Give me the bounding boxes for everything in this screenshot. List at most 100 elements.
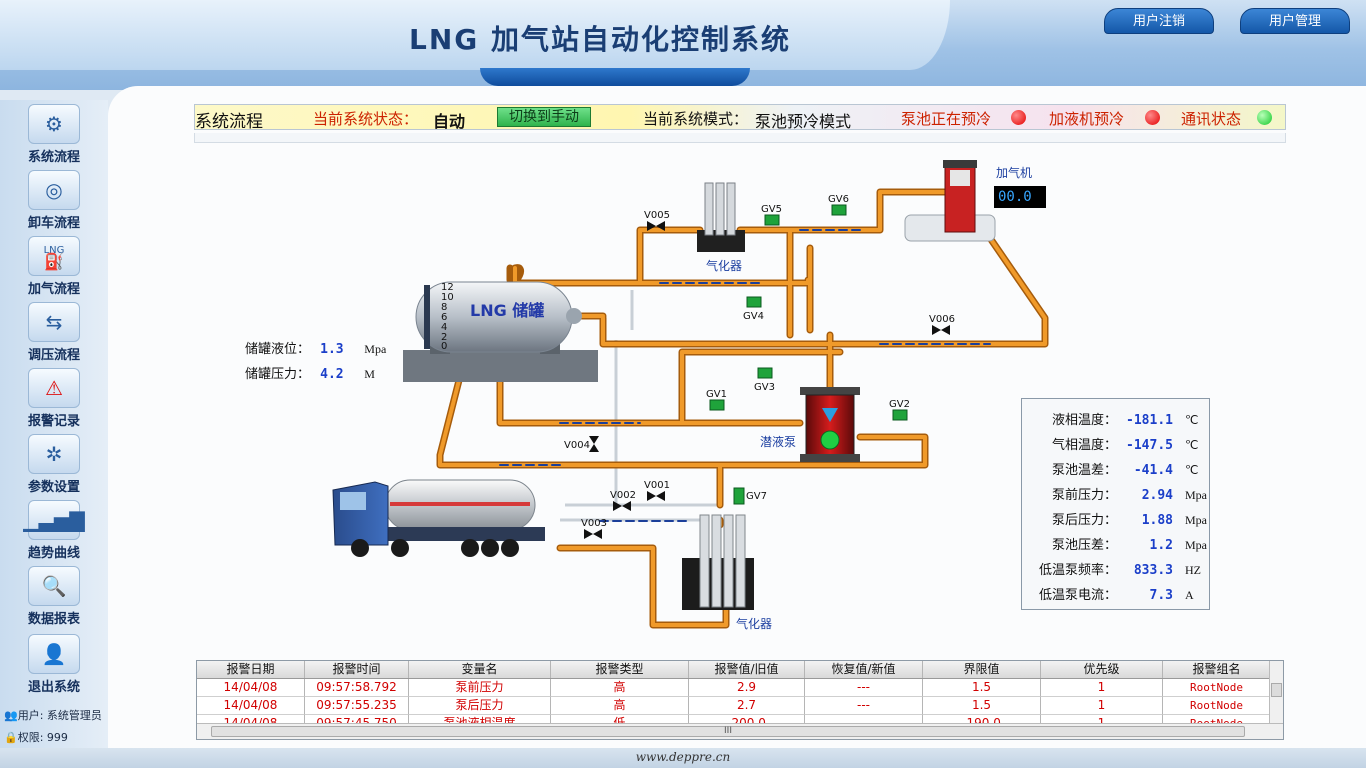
nav-label: 数据报表	[27, 612, 80, 627]
exit-user-icon: 👤	[28, 634, 80, 674]
nav-exit-system[interactable]: 👤 退出系统	[0, 630, 108, 695]
valve-v003[interactable]: V003	[581, 518, 607, 539]
svg-text:0: 0	[441, 341, 447, 352]
svg-text:4: 4	[441, 322, 447, 333]
footer: www.deppre.cn	[0, 748, 1366, 768]
table-vertical-scrollbar[interactable]	[1269, 661, 1283, 723]
column-header[interactable]: 报警值/旧值	[689, 661, 805, 678]
pump-label: 潜液泵	[760, 434, 796, 449]
vaporizer-bottom[interactable]: 气化器	[682, 514, 772, 631]
param-label: 泵池温差：	[1051, 463, 1117, 478]
param-label: 低温泵电流：	[1038, 588, 1117, 603]
gauge-gv4[interactable]: GV4	[743, 296, 764, 322]
mode-label: 当前系统模式：	[643, 110, 749, 128]
vaporizer-bottom-label: 气化器	[736, 616, 772, 631]
gauge-gv2[interactable]: GV2	[889, 399, 910, 421]
gauge-label: GV7	[746, 491, 767, 502]
nav-unload-flow[interactable]: ◎ 卸车流程	[0, 166, 108, 231]
param-label: 泵后压力：	[1051, 513, 1117, 528]
nav-label: 趋势曲线	[27, 546, 80, 561]
svg-text:6: 6	[441, 312, 447, 323]
column-header[interactable]: 恢复值/新值	[805, 661, 923, 678]
alarm-table: 报警日期报警时间变量名报警类型报警值/旧值恢复值/新值界限值优先级报警组名 14…	[196, 660, 1284, 740]
reading-label: 储罐液位：	[245, 342, 311, 357]
gauge-gv3[interactable]: GV3	[754, 367, 775, 393]
lng-storage-tank[interactable]: 12 10 8 6 4 2 0 LNG 储罐	[403, 281, 598, 382]
nav-alarm-records[interactable]: ⚠ 报警记录	[0, 364, 108, 429]
table-cell: RootNode	[1163, 679, 1271, 697]
vaporizer-top[interactable]: 气化器	[697, 182, 745, 273]
app-title: LNG 加气站自动化控制系统	[408, 23, 791, 56]
column-header[interactable]: 优先级	[1041, 661, 1163, 678]
gauge-label: GV3	[754, 382, 775, 393]
table-cell: 09:57:58.792	[305, 679, 409, 697]
valve-v001[interactable]: V001	[644, 480, 670, 501]
nav-parameter-settings[interactable]: ✲ 参数设置	[0, 430, 108, 495]
nav-fueling-flow[interactable]: LNG⛽ 加气流程	[0, 232, 108, 297]
param-unit: Mpa	[1185, 488, 1207, 502]
dispenser-readout: 00.0	[994, 186, 1046, 208]
nav-pressure-flow[interactable]: ⇆ 调压流程	[0, 298, 108, 363]
column-header[interactable]: 报警类型	[551, 661, 689, 678]
nav-trend-curve[interactable]: ▁▃▅▇ 趋势曲线	[0, 496, 108, 561]
tank-scale: 12 10 8 6 4 2 0	[441, 282, 454, 352]
valve-v006[interactable]: V006	[929, 314, 955, 335]
gauge-gv5[interactable]: GV5	[761, 204, 782, 226]
valve-label: V003	[581, 518, 607, 529]
lng-tanker-truck[interactable]	[332, 479, 545, 557]
alarm-icon: ⚠	[28, 368, 80, 408]
column-header[interactable]: 报警时间	[305, 661, 409, 678]
status-subbar	[194, 133, 1286, 143]
table-cell: 泵后压力	[409, 697, 551, 715]
table-cell: 14/04/08	[197, 697, 305, 715]
table-cell: 2.7	[689, 697, 805, 715]
valve-v002[interactable]: V002	[610, 490, 636, 511]
column-header[interactable]: 报警日期	[197, 661, 305, 678]
submersible-pump[interactable]: 潜液泵	[760, 387, 860, 462]
param-value: -147.5	[1126, 438, 1173, 453]
scroll-thumb[interactable]: III	[211, 726, 1245, 737]
gauge-gv1[interactable]: GV1	[706, 389, 727, 411]
alarm-table-header: 报警日期报警时间变量名报警类型报警值/旧值恢复值/新值界限值优先级报警组名	[197, 661, 1271, 679]
gauge-label: GV4	[743, 311, 764, 322]
tank-base	[403, 350, 598, 382]
param-row: 泵池温差：-41.4℃	[1033, 459, 1199, 478]
dispenser-precool-led	[1145, 110, 1160, 125]
dispenser-label: 加气机	[996, 165, 1032, 180]
user-management-button[interactable]: 用户管理	[1240, 8, 1350, 34]
header-accent	[480, 68, 750, 86]
table-horizontal-scrollbar[interactable]: III	[197, 723, 1283, 739]
nav-data-report[interactable]: 🔍 数据报表	[0, 562, 108, 627]
column-header[interactable]: 报警组名	[1163, 661, 1271, 678]
fuel-dispenser[interactable]: 加气机	[904, 160, 1032, 242]
gauge-gv6[interactable]: GV6	[828, 194, 849, 216]
valve-v005[interactable]: V005	[644, 210, 670, 231]
gauge-gv7[interactable]: GV7	[733, 487, 767, 505]
column-header[interactable]: 变量名	[409, 661, 551, 678]
nav-label: 报警记录	[27, 414, 80, 429]
column-header[interactable]: 界限值	[923, 661, 1041, 678]
valve-v004[interactable]: V004	[564, 436, 599, 452]
status-bar: 系统流程 当前系统状态： 自动 切换到手动 当前系统模式： 泵池预冷模式 泵池正…	[194, 104, 1286, 132]
lng-pump-icon: LNG⛽	[28, 236, 80, 276]
valve-label: V005	[644, 210, 670, 221]
nav-system-flow[interactable]: ⚙ 系统流程	[0, 100, 108, 165]
dispenser-precool-label: 加液机预冷	[1049, 110, 1125, 128]
user-text: 用户: 系统管理员	[17, 709, 102, 722]
switch-to-manual-button[interactable]: 切换到手动	[497, 107, 591, 127]
lock-icon: 🔒	[4, 731, 18, 744]
param-label: 泵池压差：	[1051, 538, 1117, 553]
scroll-thumb[interactable]	[1271, 683, 1282, 697]
svg-text:8: 8	[441, 302, 447, 313]
logout-button[interactable]: 用户注销	[1104, 8, 1214, 34]
state-value: 自动	[433, 112, 466, 131]
param-value: 1.88	[1141, 513, 1173, 528]
